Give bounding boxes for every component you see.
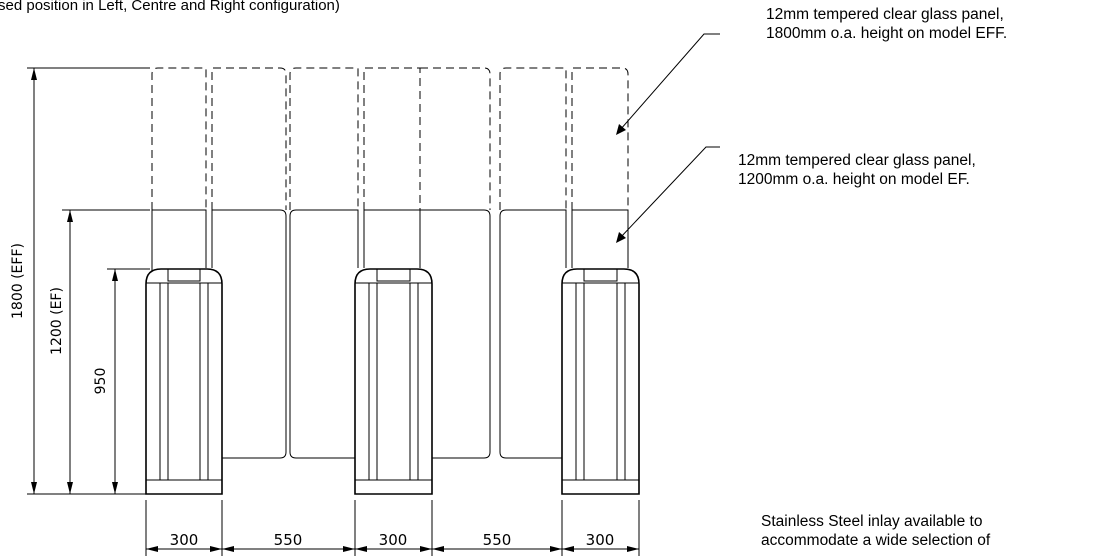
dim-label-1200-ef: 1200 (EF) (49, 287, 65, 355)
cabinet-left (145, 268, 223, 495)
cabinet-right (561, 268, 640, 495)
dim-label-centre-cabinet: 300 (379, 531, 408, 549)
callout-glass-ef: 12mm tempered clear glass panel, 1200mm … (738, 152, 976, 188)
cabinet-centre (354, 268, 433, 495)
dim-label-right-cabinet: 300 (586, 531, 615, 549)
callout-glass-eff: 12mm tempered clear glass panel, 1800mm … (766, 6, 1008, 42)
header-caption: sed position in Left, Centre and Right c… (0, 0, 340, 14)
dim-label-left-lane: 550 (274, 531, 303, 549)
dimension-950-cabinet: 950 (93, 268, 150, 494)
glass-panel-eff-group (151, 67, 629, 210)
horizontal-dimensions: 300 550 300 550 300 (145, 500, 640, 556)
leader-ef (616, 146, 720, 243)
dim-label-950: 950 (93, 368, 109, 395)
dim-label-1800-eff: 1800 (EFF) (10, 243, 26, 319)
callout-stainless-inlay: Stainless Steel inlay available to accom… (761, 513, 991, 549)
dim-label-left-cabinet: 300 (170, 531, 199, 549)
glass-panel-ef-group (151, 209, 629, 459)
leader-eff (616, 33, 720, 135)
dim-label-right-lane: 550 (483, 531, 512, 549)
dimension-1200-ef: 1200 (EF) (49, 209, 150, 494)
dimension-1800-eff: 1800 (EFF) (10, 67, 150, 495)
